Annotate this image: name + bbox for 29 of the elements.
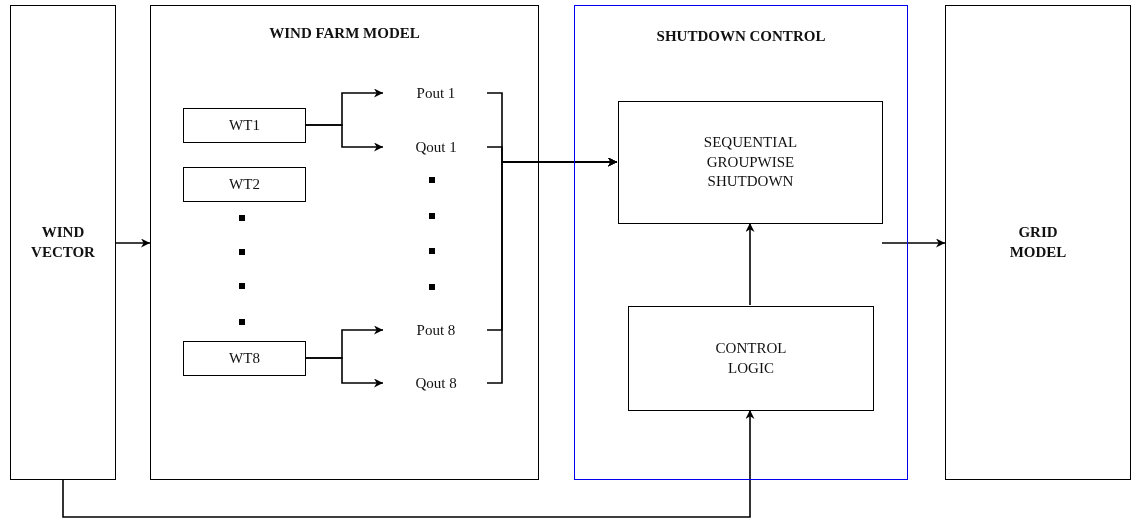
arrow <box>304 357 384 388</box>
box-label: SEQUENTIAL GROUPWISE SHUTDOWN <box>702 133 799 192</box>
process-box <box>628 306 874 411</box>
turbine-box <box>183 108 306 143</box>
signal-name: Pout 8 <box>416 321 456 341</box>
output-block <box>945 5 1131 480</box>
arrow <box>62 409 755 518</box>
signal-name: Qout 1 <box>415 138 457 158</box>
process-box <box>618 101 883 224</box>
signal-name: Pout 1 <box>416 84 456 104</box>
turbine-box <box>183 167 306 202</box>
box-label: WT2 <box>229 174 260 194</box>
box-label: WT8 <box>229 348 260 368</box>
subsystem-block <box>150 5 539 480</box>
arrow <box>115 238 151 248</box>
box-label: WT1 <box>229 115 260 135</box>
arrow <box>304 124 384 152</box>
arrow <box>745 222 755 306</box>
arrow <box>881 238 946 248</box>
turbine-box <box>183 341 306 376</box>
subsystem-block <box>574 5 908 480</box>
block-title: WIND VECTOR <box>30 223 96 262</box>
signal-name: Qout 8 <box>415 374 457 394</box>
block-title: GRID MODEL <box>1008 223 1068 262</box>
input-block <box>10 5 116 480</box>
arrow <box>486 157 618 384</box>
box-label: CONTROL LOGIC <box>714 339 788 378</box>
block-title: SHUTDOWN CONTROL <box>656 27 826 46</box>
block-title: WIND FARM MODEL <box>269 24 420 43</box>
